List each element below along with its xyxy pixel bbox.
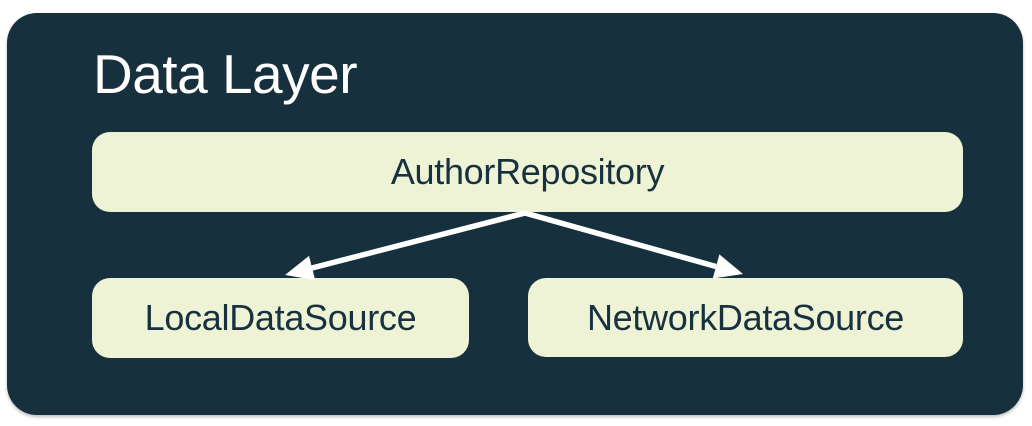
node-local-data-source-label: LocalDataSource: [144, 297, 417, 338]
data-layer-title: Data Layer: [93, 43, 358, 105]
arrowhead-to-network-data-source: [712, 254, 743, 279]
node-network-data-source-label: NetworkDataSource: [586, 296, 905, 338]
node-local-data-source: LocalDataSource: [92, 278, 469, 358]
node-author-repository: AuthorRepository: [92, 132, 963, 212]
arrowhead-to-local-data-source: [285, 255, 316, 281]
arrow-lines-repository-to-sources: [311, 210, 717, 271]
data-layer-container: Data Layer AuthorRepository LocalDataSou…: [7, 13, 1023, 415]
node-network-data-source: NetworkDataSource: [528, 278, 963, 357]
node-author-repository-label: AuthorRepository: [390, 151, 665, 192]
